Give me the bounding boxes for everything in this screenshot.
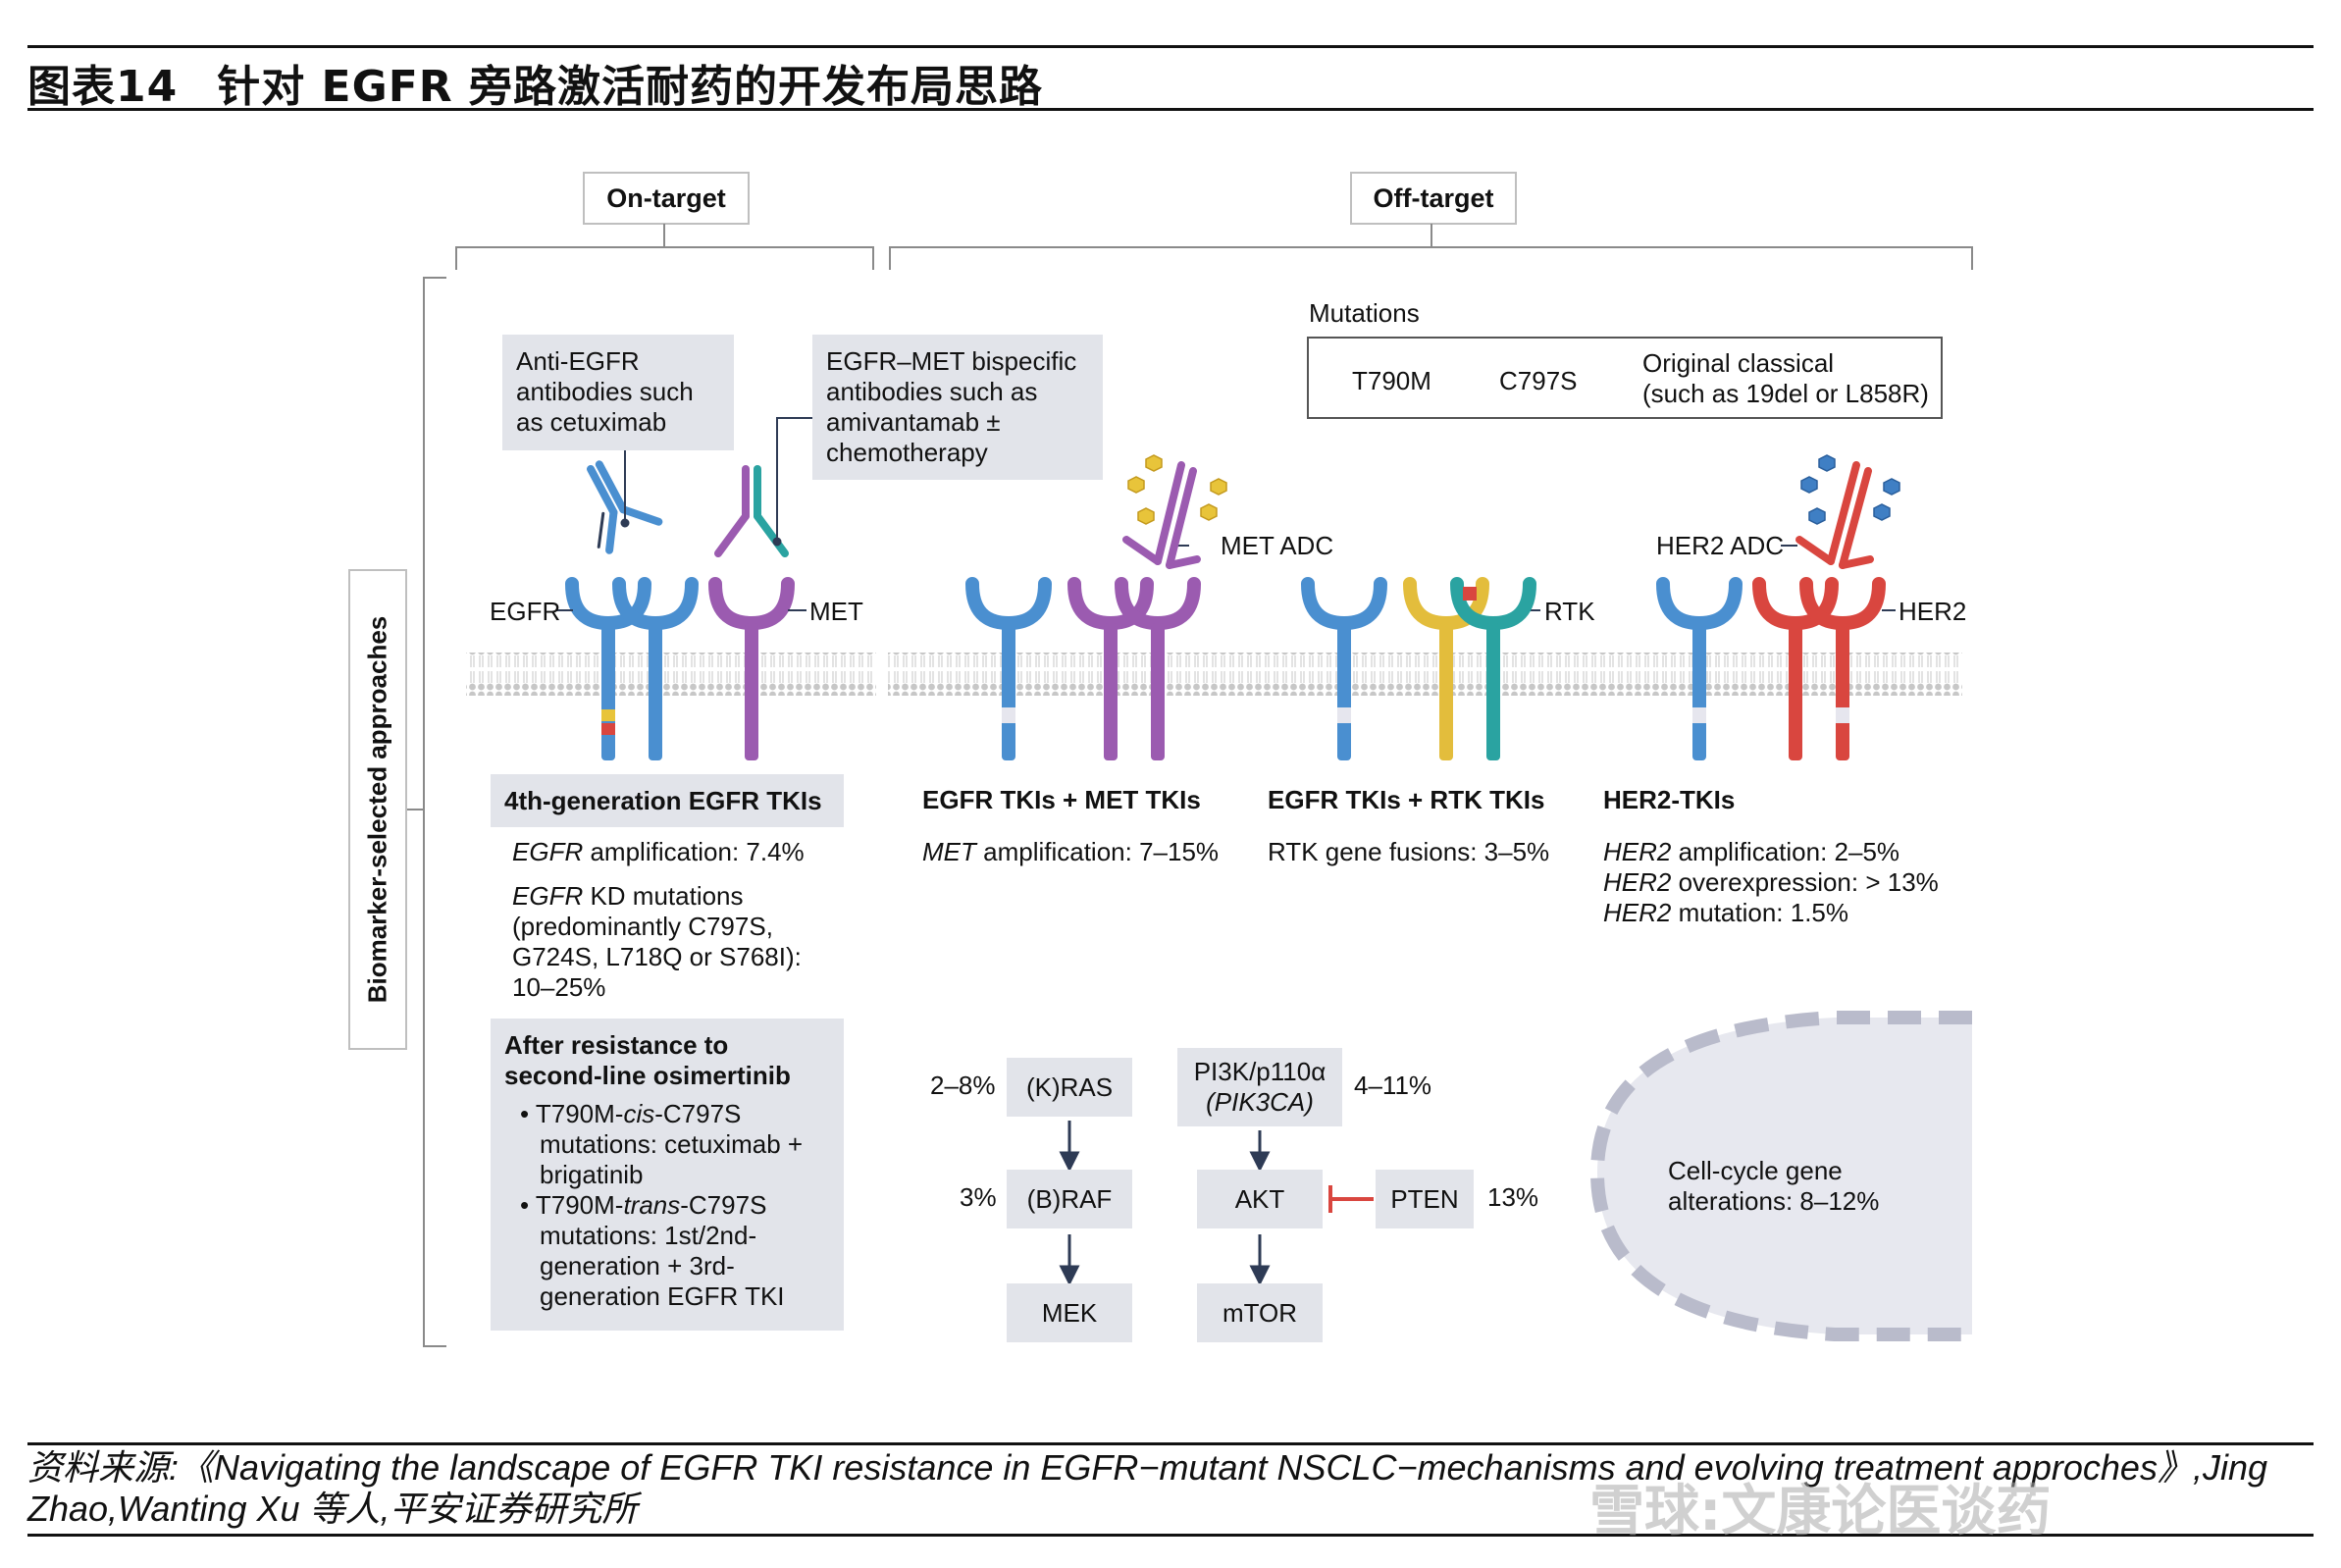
legend-original-classical: Original classical (such as 19del or L85… [1642, 348, 1929, 408]
rtk-fusions: RTK gene fusions: 3–5% [1268, 837, 1550, 866]
her2-receptor [1799, 577, 1886, 760]
kras-pct: 2–8% [930, 1071, 996, 1100]
after-resistance-box: After resistance to second-line osimerti… [491, 1019, 844, 1331]
pi3k-pct: 4–11% [1354, 1071, 1432, 1100]
fourth-gen-title: 4th-generation EGFR TKIs [491, 774, 844, 827]
node-akt: AKT [1197, 1170, 1323, 1228]
label-her2: HER2 [1899, 597, 1967, 626]
label-rtk: RTK [1544, 597, 1595, 626]
met-receptor [1115, 577, 1201, 760]
egfr-receptor [965, 577, 1052, 760]
bispecific-antibody [714, 465, 789, 557]
fourth-gen-kd-mutations: EGFR KD mutations (predominantly C797S, … [512, 881, 802, 1002]
cell-cycle-shape [1589, 1001, 1994, 1354]
left-bracket [407, 277, 446, 1347]
met-amplification: MET amplification: 7–15% [922, 837, 1220, 866]
on-target-bracket [455, 224, 874, 270]
her2-strategy-title: HER2-TKIs [1603, 785, 1736, 814]
node-mek: MEK [1007, 1283, 1132, 1342]
fourth-gen-amplification: EGFR amplification: 7.4% [512, 837, 805, 866]
egfr-receptor [1301, 577, 1387, 760]
cell-membrane-left [466, 653, 876, 696]
egfr-receptor [612, 577, 699, 760]
bispecific-callout: EGFR–MET bispecific antibodies such as a… [812, 335, 1103, 480]
off-target-header: Off-target [1350, 172, 1517, 225]
her2-alterations: HER2 amplification: 2–5% HER2 overexpres… [1603, 837, 1939, 927]
mutations-legend [1307, 337, 1943, 419]
source-citation: 资料来源:《Navigating the landscape of EGFR T… [27, 1447, 2267, 1529]
her2-receptor [1752, 577, 1839, 760]
met-receptor [708, 577, 795, 760]
top-rule [27, 45, 2314, 48]
cell-cycle-text: Cell-cycle gene alterations: 8–12% [1668, 1156, 1880, 1216]
node-pi3k: PI3K/p110α (PIK3CA) [1177, 1048, 1342, 1126]
rtk-receptor-teal [1450, 577, 1536, 760]
rtk-receptor-yellow [1403, 577, 1489, 760]
node-kras: (K)RAS [1007, 1058, 1132, 1117]
met-strategy-title: EGFR TKIs + MET TKIs [922, 785, 1201, 814]
legend-c797s: C797S [1499, 366, 1578, 395]
node-braf: (B)RAF [1007, 1170, 1132, 1228]
cell-membrane-right [888, 653, 1962, 696]
label-met: MET [809, 597, 863, 626]
met-adc [1122, 454, 1227, 569]
label-her2-adc: HER2 ADC [1656, 531, 1785, 560]
braf-pct: 3% [960, 1182, 997, 1212]
legend-title: Mutations [1309, 298, 1420, 328]
pten-inhibition [1328, 1185, 1374, 1213]
label-met-adc: MET ADC [1221, 531, 1334, 560]
met-receptor [1067, 577, 1154, 760]
pten-pct: 13% [1487, 1182, 1539, 1212]
footer-rule-bottom [27, 1534, 2314, 1537]
footer-rule-top [27, 1442, 2314, 1445]
biomarker-side-label: Biomarker-selected approaches [348, 569, 407, 1050]
egfr-receptor [565, 577, 651, 760]
anti-egfr-callout: Anti-EGFR antibodies such as cetuximab [502, 335, 734, 450]
title-underline [27, 108, 2314, 111]
watermark: 雪球:文康论医谈药 [1589, 1480, 2052, 1543]
node-mtor: mTOR [1197, 1283, 1323, 1342]
rtk-strategy-title: EGFR TKIs + RTK TKIs [1268, 785, 1545, 814]
anti-egfr-antibody [587, 460, 663, 554]
off-target-bracket [889, 224, 1973, 270]
legend-t790m: T790M [1352, 366, 1431, 395]
label-egfr: EGFR [490, 597, 561, 626]
on-target-header: On-target [583, 172, 750, 225]
egfr-receptor [1656, 577, 1743, 760]
her2-adc [1795, 454, 1900, 569]
node-pten: PTEN [1376, 1170, 1474, 1228]
